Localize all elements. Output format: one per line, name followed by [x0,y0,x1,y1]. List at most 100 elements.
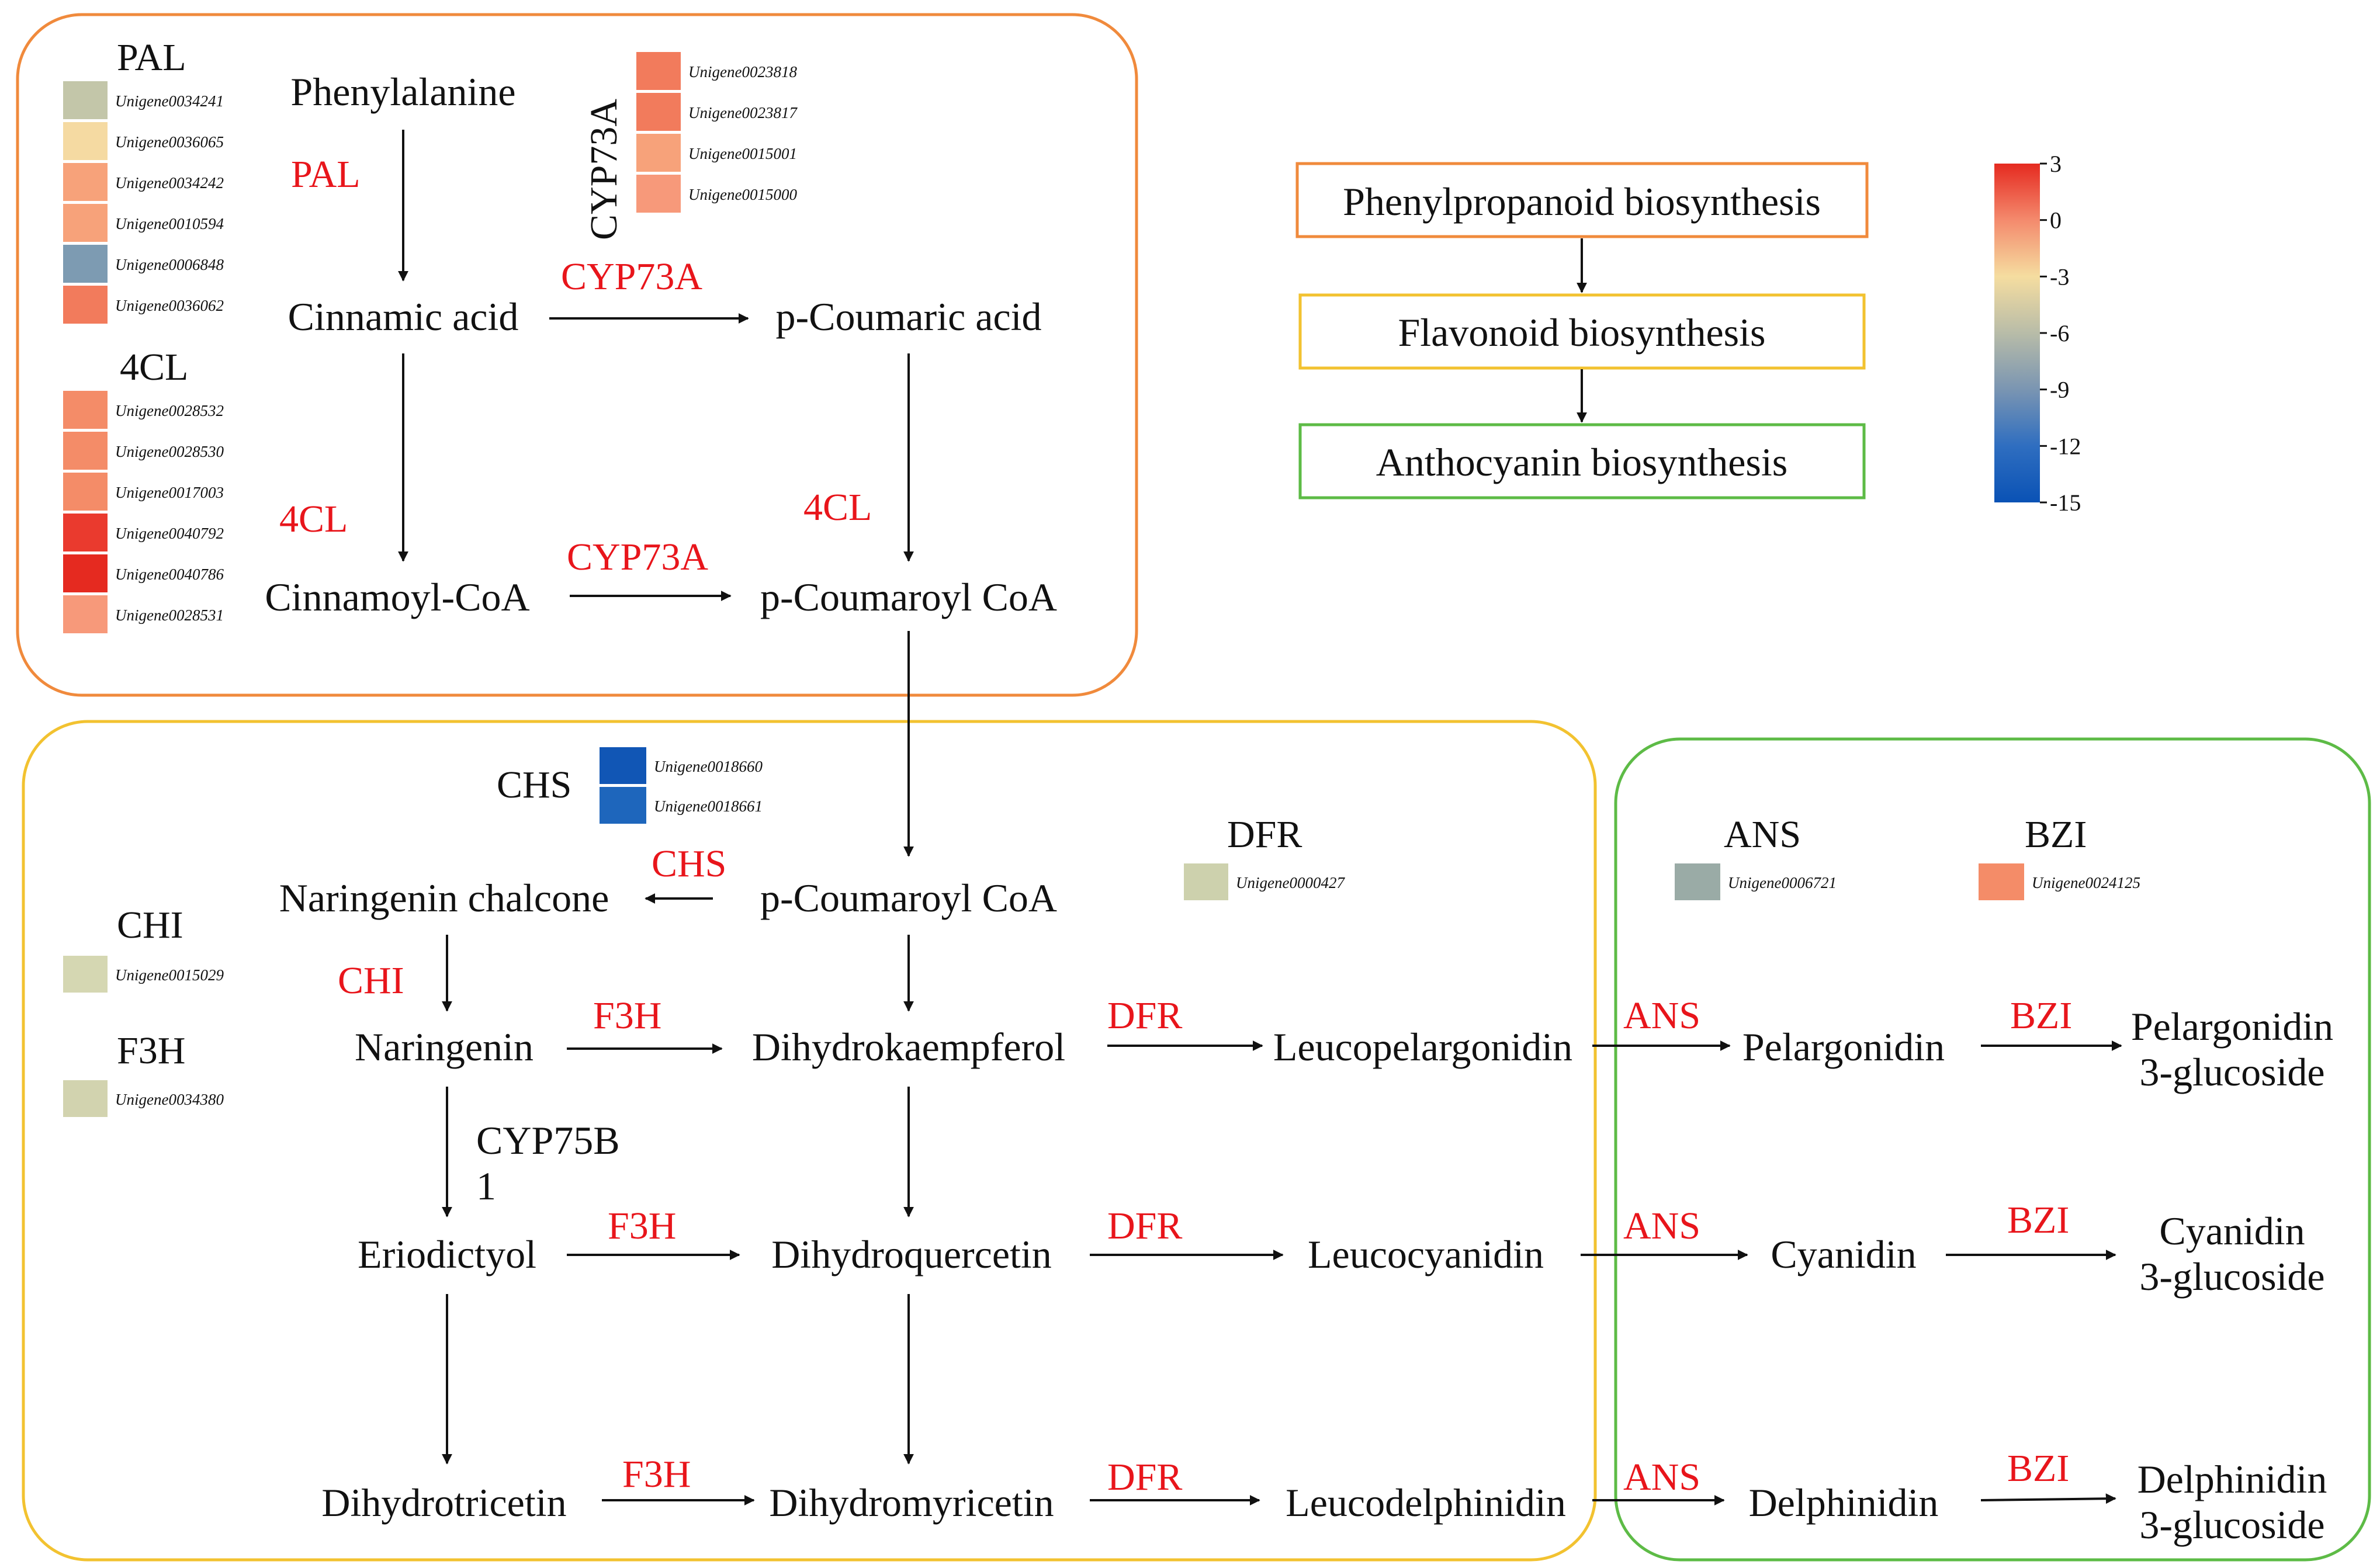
enzyme-dfr-2: DFR [1107,1205,1182,1247]
enzyme-bzi-1: BZI [2010,994,2072,1037]
compound-cinnamic-acid: Cinnamic acid [288,294,519,339]
gene-label: Unigene0034380 [115,1091,224,1108]
gene-group-title-bzi: BZI [2025,813,2087,856]
gene-group-title-chs: CHS [497,764,571,806]
enzyme-cyp73a-1: CYP73A [561,255,702,298]
gene-cell [1674,862,1721,901]
enzyme-chi: CHI [338,959,404,1002]
gene-group-title-4cl: 4CL [120,346,188,388]
enzyme-bzi-2: BZI [2007,1199,2069,1241]
gene-label: Unigene0034242 [115,174,224,192]
legend-label-anthocyanin: Anthocyanin biosynthesis [1376,440,1788,484]
flavonoid-region [22,720,1597,1562]
compound-leucocyanidin: Leucocyanidin [1308,1232,1544,1276]
gene-group-title-chi: CHI [117,904,183,946]
colorbar-tick-label: -3 [2050,263,2069,290]
gene-label: Unigene0010594 [115,215,224,233]
gene-label: Unigene0015029 [115,966,224,984]
gene-cell [635,174,682,214]
gene-cell [62,390,109,430]
enzyme-dfr-3: DFR [1107,1456,1182,1498]
anthocyanin-region [1614,737,2371,1562]
gene-label: Unigene0024125 [2032,874,2140,891]
compound-p-coumaroyl-coa-2: p-Coumaroyl CoA [760,876,1057,920]
compound-p-coumaric-acid: p-Coumaric acid [775,294,1041,339]
colorbar-gradient [1994,164,2040,502]
compound-naringenin-chalcone: Naringenin chalcone [279,876,609,920]
legend-flow: Phenylpropanoid biosynthesis Flavonoid b… [1295,162,1869,499]
compound-leucodelphinidin: Leucodelphinidin [1286,1480,1566,1525]
gene-cell [62,553,109,594]
enzyme-pal: PAL [291,153,361,196]
gene-group-title-f3h: F3H [117,1029,185,1072]
reaction-arrow [1980,1493,2116,1504]
gene-cell [62,594,109,634]
legend-box-anthocyanin [1298,423,1866,499]
legend-box-phenylpropanoid [1295,162,1869,238]
gene-label: Unigene0018661 [654,797,763,815]
compound-dihydrokaempferol: Dihydrokaempferol [752,1025,1065,1069]
gene-label: Unigene0036065 [115,133,224,151]
gene-cell [62,471,109,512]
gene-cell [598,746,647,785]
gene-label: Unigene0018660 [654,758,763,775]
enzyme-ans-3: ANS [1623,1456,1700,1498]
gene-group-title-dfr: DFR [1227,813,1302,856]
gene-label: Unigene0028531 [115,606,224,624]
compound-leucopelargonidin: Leucopelargonidin [1273,1025,1572,1069]
gene-group-f3h: F3H Unigene0034380 [62,1029,224,1118]
gene-cell [1183,862,1229,901]
gene-cell [62,203,109,243]
gene-group-title-cyp73a: CYP73A [583,99,625,240]
gene-label: Unigene0040792 [115,525,224,542]
gene-cell [62,244,109,284]
enzyme-ans-1: ANS [1623,994,1700,1037]
compound-dihydromyricetin: Dihydromyricetin [769,1480,1054,1525]
gene-cell [635,92,682,132]
gene-label: Unigene0028532 [115,402,224,419]
enzyme-f3h-3: F3H [622,1453,691,1496]
gene-group-title-pal: PAL [117,36,186,79]
enzyme-4cl-1: 4CL [279,498,348,540]
gene-label: Unigene0034241 [115,92,224,110]
gene-cell [62,80,109,120]
compound-cyanidin: Cyanidin [1771,1232,1916,1276]
enzyme-4cl-2: 4CL [803,486,872,529]
gene-label: Unigene0036062 [115,297,224,314]
gene-cell [62,955,109,994]
compound-cinnamoyl-coa: Cinnamoyl-CoA [265,575,529,619]
colorbar-tick-label: -9 [2050,377,2069,403]
colorbar-tick-label: -15 [2050,490,2081,516]
enzyme-dfr-1: DFR [1107,994,1182,1037]
gene-label: Unigene0040786 [115,566,224,583]
enzyme-chs: CHS [652,842,726,885]
gene-cell [635,51,682,91]
gene-group-chi: CHI Unigene0015029 [62,904,224,994]
phenylpropanoid-region [16,13,1138,697]
gene-label: Unigene0028530 [115,443,224,460]
enzyme-f3h-1: F3H [593,994,661,1037]
gene-group-title-ans: ANS [1724,813,1801,856]
gene-cell [1977,862,2025,901]
gene-label: Unigene0017003 [115,484,224,501]
gene-cell [635,133,682,173]
gene-label: Unigene0023817 [688,104,798,122]
legend-box-flavonoid [1298,293,1866,370]
gene-group-pal: PAL Unigene0034241Unigene0036065Unigene00… [62,36,224,325]
compound-naringenin: Naringenin [355,1025,533,1069]
legend-label-phenylpropanoid: Phenylpropanoid biosynthesis [1343,179,1821,224]
gene-cell [598,786,647,825]
gene-cell [62,121,109,161]
gene-group-4cl: 4CL Unigene0028532Unigene0028530Unigene00… [62,346,224,634]
gene-label: Unigene0023818 [688,63,797,81]
legend-label-flavonoid: Flavonoid biosynthesis [1398,310,1765,355]
gene-cell [62,285,109,325]
gene-heatmaps: PALUnigene0034241Unigene0036065Unigene00… [62,36,2140,1118]
